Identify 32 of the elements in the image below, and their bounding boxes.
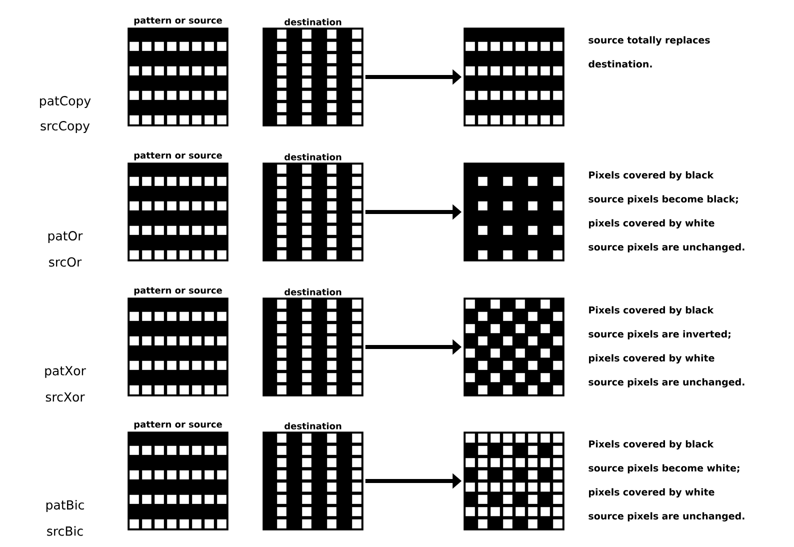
node-label: pattern or source [134, 17, 222, 26]
node-label: destination [284, 153, 342, 160]
pixel-grid: Pixels covered by black source pixels become white; pixels covered by white source pixels are unchanged. [464, 432, 744, 530]
node-label: destination [284, 18, 342, 26]
node-label: Pixels covered by black source pixels become white; pixels covered by white source pixels are unchanged. [588, 440, 744, 522]
mode-name: srcCopy [40, 121, 90, 133]
pixel-grid: pattern or source [128, 421, 228, 530]
pixel-grid: destination [262, 422, 364, 530]
node-label: Pixels covered by black source pixels become black; pixels covered by white source pixels are unchanged. [588, 171, 744, 252]
mode-name: patBic [46, 500, 84, 512]
node-label: Pixels covered by black source pixels are inverted; pixels covered by white source pixels are unchanged. [588, 306, 744, 388]
pixel-grid: source totally replaces destination. [464, 28, 710, 126]
node-label: pattern or source [134, 421, 222, 430]
pixel-grid: destination [262, 153, 364, 262]
mode-name: patCopy [40, 96, 91, 108]
node-label: pattern or source [134, 287, 222, 296]
node-label: destination [284, 288, 342, 296]
mode-name: srcXor [46, 392, 85, 402]
pixel-grid: destination [262, 288, 364, 396]
mode-name: srcOr [49, 257, 82, 267]
mode-name: srcBic [47, 526, 83, 536]
node-label: destination [284, 422, 342, 430]
pixel-grid: Pixels covered by black source pixels are inverted; pixels covered by white source pixels are unchanged. [464, 298, 744, 396]
node-label: source totally replaces destination. [588, 36, 710, 68]
pixel-grid: pattern or source [128, 287, 228, 396]
pixel-grid: destination [262, 18, 364, 126]
pixel-grid: Pixels covered by black source pixels become black; pixels covered by white source pixels are unchanged. [464, 162, 744, 262]
node-label: pattern or source [134, 152, 222, 160]
mode-name: patOr [48, 231, 83, 243]
pixel-grid: pattern or source [128, 152, 228, 262]
mode-name: patXor [45, 366, 86, 378]
pixel-grid: pattern or source [128, 17, 228, 126]
